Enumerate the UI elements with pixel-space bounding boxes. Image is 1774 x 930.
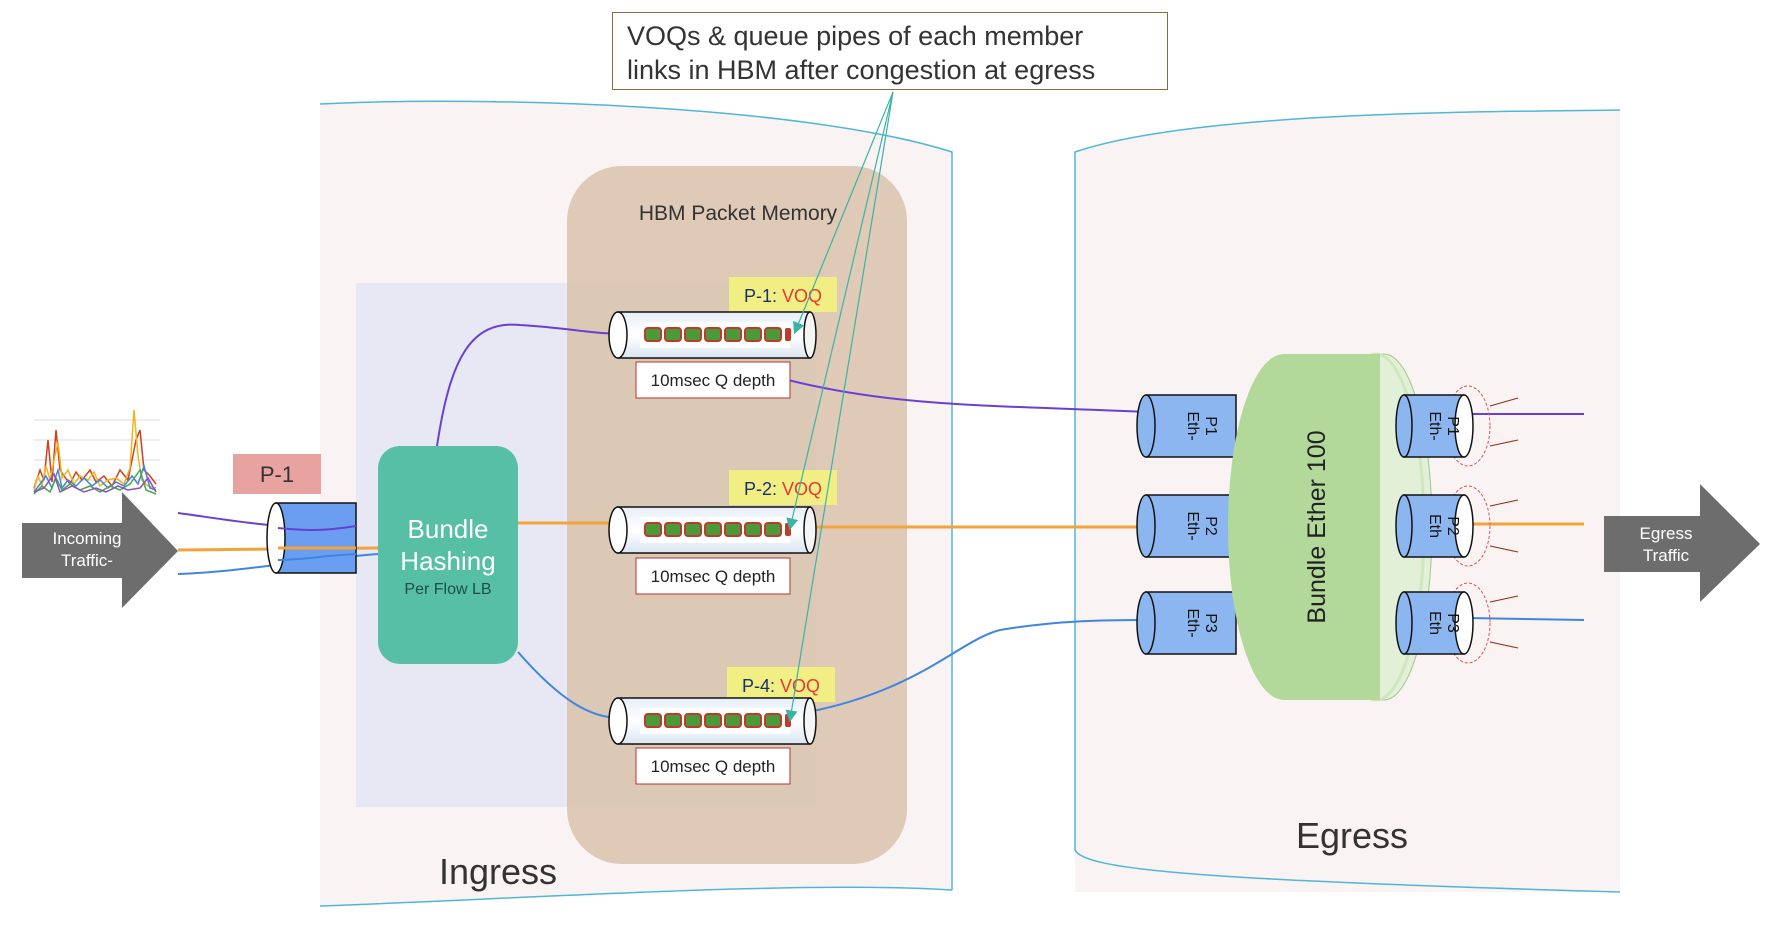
voq-2-depth-box: [635, 557, 791, 595]
voq-2-packets: [644, 522, 791, 537]
flow-line-purple-to-egress: [787, 379, 1147, 413]
voq-1-tag-text: P-1: VOQ: [744, 286, 822, 306]
flow-lines: [177, 323, 1585, 719]
bundle-hashing-block: Bundle Hashing Per Flow LB: [378, 446, 518, 664]
egress-traffic-line-2: Traffic: [1643, 546, 1690, 565]
voq-1-depth-label: 10msec Q depth: [651, 371, 776, 390]
callout-pointers: [785, 91, 894, 723]
members-right: Eth- P1 Eth P2 Eth P3: [1395, 385, 1519, 664]
member-right-p3: Eth P3: [1395, 582, 1519, 664]
voq-3-depth-label: 10msec Q depth: [651, 757, 776, 776]
hbm-label: HBM Packet Memory: [639, 202, 838, 225]
incoming-traffic-line-1: Incoming: [53, 529, 122, 548]
voq-3-pipe-right-end: [803, 697, 817, 745]
voq-3-packets: [644, 713, 791, 728]
bundle-hashing-line-3: Per Flow LB: [404, 581, 491, 598]
voq-2: P-2: VOQ 10msec Q depth: [608, 470, 837, 595]
traffic-spike-chart: [33, 409, 160, 495]
member-right-p1-line-2: P1: [1444, 416, 1461, 436]
member-right-p3-line-2: P3: [1444, 613, 1461, 633]
voq-3-depth-box: [635, 747, 791, 785]
member-right-p1: Eth- P1: [1395, 385, 1519, 467]
input-port-label: P-1: [260, 462, 294, 487]
members-left: Eth- P1 Eth- P2 Eth- P3: [1136, 394, 1237, 655]
voq-2-pipe-left-end: [608, 506, 628, 554]
incoming-traffic-arrow: Incoming Traffic-: [22, 492, 178, 608]
callout-box: VOQs & queue pipes of each member links …: [612, 12, 1168, 90]
voq-1-depth-box: [635, 361, 791, 399]
member-right-p2-line-2: P2: [1444, 516, 1461, 536]
callout-line-2: links in HBM after congestion at egress: [627, 55, 1096, 85]
member-right-p2-line-1: Eth: [1426, 514, 1443, 538]
voq-3: P-4: VOQ 10msec Q depth: [608, 667, 835, 785]
member-right-p1-line-1: Eth-: [1426, 411, 1443, 440]
flow-line-purple-to-voq1: [436, 323, 619, 447]
input-port-pipe-end: [266, 502, 286, 574]
input-port-label-bg: [233, 454, 321, 494]
egress-label: Egress: [1296, 815, 1408, 856]
member-left-p2: Eth- P2: [1136, 494, 1237, 558]
voq-1-packets: [644, 327, 791, 342]
voq-1-pipe-left-end: [608, 311, 628, 359]
bundle-hashing-line-1: Bundle: [408, 514, 489, 544]
bundle-hashing-line-2: Hashing: [400, 546, 495, 576]
input-port-pipe-body: [275, 502, 357, 574]
member-left-p2-line-1: Eth-: [1184, 511, 1201, 540]
member-left-p2-line-2: P2: [1202, 516, 1219, 536]
member-left-p1-line-1: Eth-: [1184, 411, 1201, 440]
voq-3-tag-text: P-4: VOQ: [742, 676, 820, 696]
egress-traffic-line-1: Egress: [1640, 524, 1693, 543]
member-left-p3: Eth- P3: [1136, 591, 1237, 655]
member-right-p3-line-1: Eth: [1426, 611, 1443, 635]
member-left-p1: Eth- P1: [1136, 394, 1237, 458]
bundle-ether-label: Bundle Ether 100: [1303, 430, 1331, 623]
member-left-p3-line-2: P3: [1202, 613, 1219, 633]
member-left-p1-line-2: P1: [1202, 416, 1219, 436]
voq-2-pipe-right-end: [803, 506, 817, 554]
voq-2-depth-label: 10msec Q depth: [651, 567, 776, 586]
input-port: P-1: [233, 454, 357, 574]
flow-line-blue-out: [1467, 617, 1585, 621]
ingress-label: Ingress: [439, 851, 557, 892]
voq-2-tag: [729, 470, 837, 505]
member-left-p3-line-1: Eth-: [1184, 608, 1201, 637]
voq-3-pipe-left-end: [608, 697, 628, 745]
voq-1-tag: [729, 277, 837, 312]
flow-line-blue-to-egress: [807, 619, 1147, 713]
callout-line-1: VOQs & queue pipes of each member: [627, 21, 1084, 51]
voq-1: P-1: VOQ 10msec Q depth: [608, 277, 837, 399]
member-right-p2: Eth P2: [1395, 485, 1519, 567]
incoming-traffic-line-2: Traffic-: [61, 551, 113, 570]
voq-2-tag-text: P-2: VOQ: [744, 479, 822, 499]
egress-traffic-arrow: Egress Traffic: [1604, 484, 1760, 602]
voq-3-tag: [727, 667, 835, 702]
voq-1-pipe-right-end: [803, 311, 817, 359]
